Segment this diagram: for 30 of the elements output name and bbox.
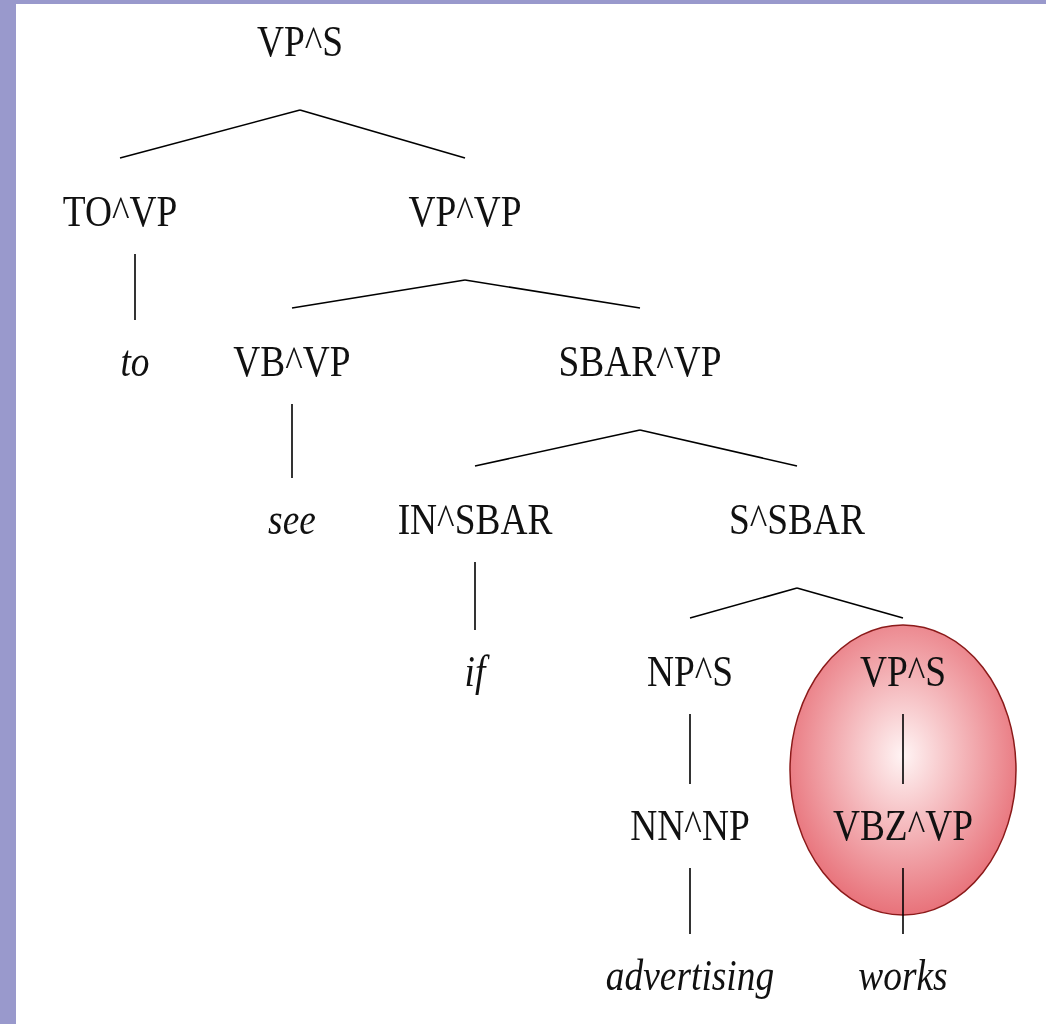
tree-branch — [902, 713, 904, 785]
tree-branch — [689, 867, 691, 935]
category-label: VP^S — [859, 650, 947, 694]
category-label: SBAR^VP — [558, 340, 722, 384]
word-label: to — [120, 340, 150, 384]
category-label: IN^SBAR — [397, 498, 553, 542]
category-label: TO^VP — [62, 190, 178, 234]
tree-branch — [689, 587, 798, 619]
word-label: advertising — [605, 954, 775, 998]
tree-branch — [474, 429, 641, 467]
tree-branch — [474, 561, 476, 631]
tree-branch — [639, 429, 798, 467]
tree-branch — [689, 713, 691, 785]
tree-branch — [902, 867, 904, 935]
tree-branch — [796, 587, 904, 619]
category-label: VBZ^VP — [832, 804, 974, 848]
category-label: S^SBAR — [728, 498, 866, 542]
tree-branch — [119, 109, 301, 159]
category-label: NN^NP — [630, 804, 750, 848]
word-label: see — [268, 498, 316, 542]
category-label: VP^S — [256, 20, 344, 64]
category-label: VP^VP — [408, 190, 522, 234]
category-label: VB^VP — [233, 340, 351, 384]
tree-branch — [299, 109, 466, 159]
tree-branch — [464, 279, 641, 309]
tree-branch — [291, 279, 466, 309]
word-label: works — [858, 954, 948, 998]
tree-branch — [134, 253, 136, 321]
category-label: NP^S — [646, 650, 734, 694]
tree-branch — [291, 403, 293, 479]
